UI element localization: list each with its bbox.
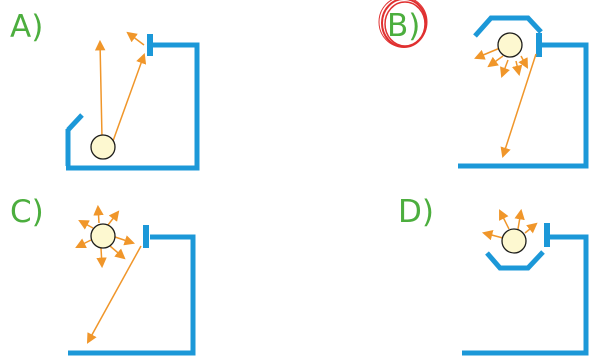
room-outline-c (68, 225, 196, 356)
option-a[interactable]: A) (10, 9, 200, 171)
light-rays-d (481, 208, 538, 241)
light-rays-b (474, 47, 537, 158)
option-d-label: D) (398, 194, 434, 230)
lamp-bulb-d (501, 228, 527, 254)
lamp-bulb-b (497, 32, 523, 58)
lamp-bulb-a (90, 134, 116, 160)
room-outline-b (458, 15, 589, 169)
option-c[interactable]: C) (10, 194, 196, 356)
room-outline-d (462, 223, 589, 356)
room-outline-a (65, 34, 200, 171)
option-b[interactable]: B) (378, 0, 589, 169)
option-a-label: A) (10, 9, 43, 45)
option-b-label: B) (387, 8, 420, 44)
lamp-bulb-c (90, 223, 116, 249)
light-rays-a (94, 31, 147, 142)
light-rays-c (75, 204, 142, 344)
option-c-label: C) (10, 194, 44, 230)
option-d[interactable]: D) (398, 194, 589, 356)
selection-ring-b (378, 0, 428, 48)
